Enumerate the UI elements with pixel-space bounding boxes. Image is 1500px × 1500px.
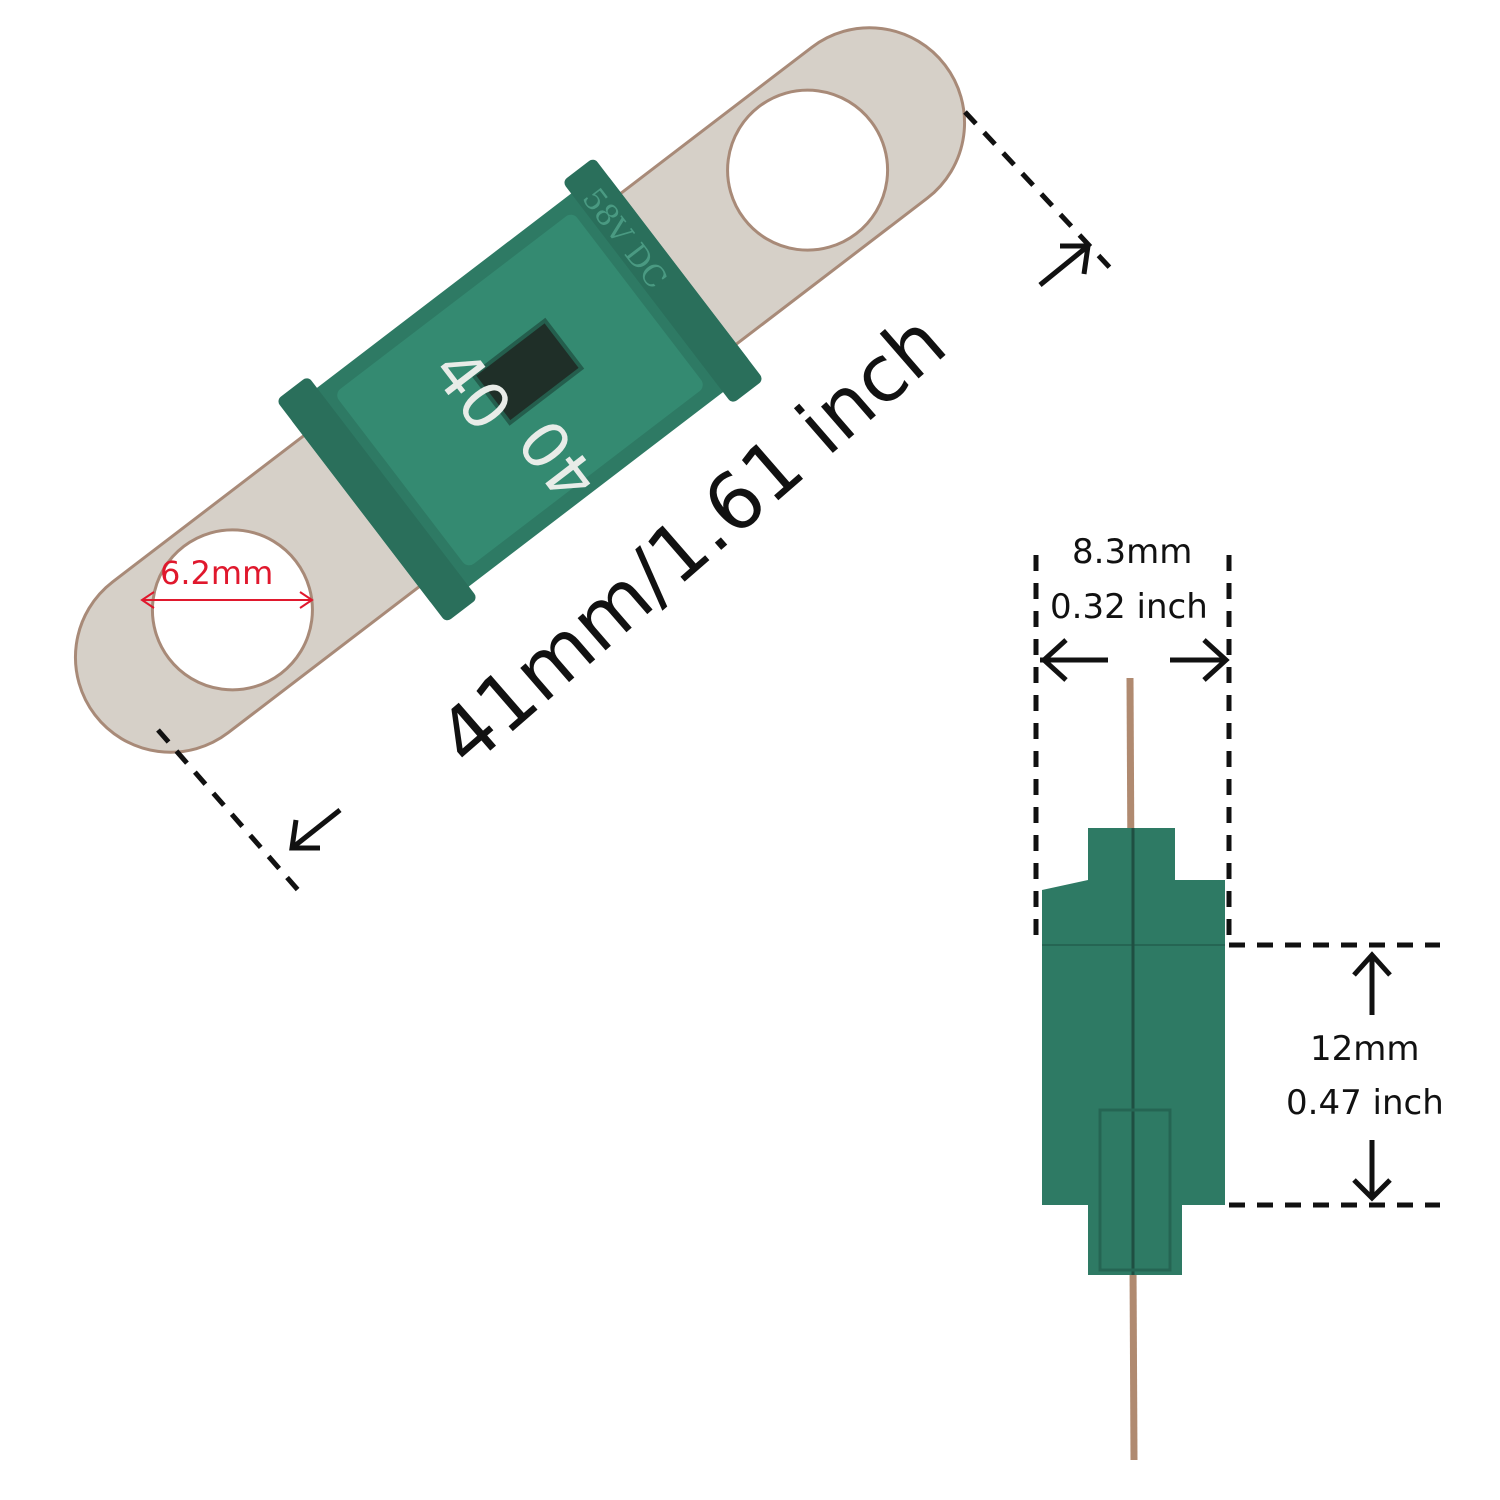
length-dimension-lines	[156, 110, 1114, 892]
fuse-top-view: 40 40 58V DC	[73, 26, 967, 754]
fuse-side-view	[1042, 677, 1225, 1461]
height-mm-label: 12mm	[1310, 1029, 1420, 1069]
side-dimension-lines	[1033, 555, 1440, 1208]
hole-diameter-arrow	[140, 591, 314, 609]
fuse-body-ridge	[564, 159, 762, 402]
thickness-inch-label: 0.32 inch	[1050, 587, 1208, 627]
fuse-body-ridge	[278, 378, 476, 621]
hole-diameter-label: 6.2mm	[160, 554, 273, 592]
thickness-mm-label: 8.3mm	[1072, 532, 1192, 572]
fuse-window	[470, 317, 585, 426]
height-inch-label: 0.47 inch	[1286, 1083, 1444, 1123]
